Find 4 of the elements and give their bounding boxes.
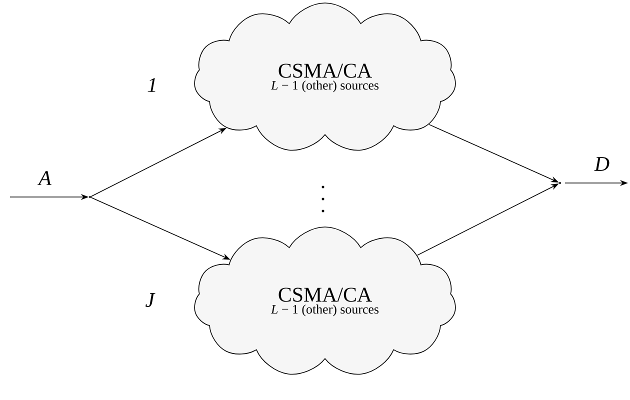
- node-number: J: [146, 293, 156, 307]
- edge-label: D: [593, 156, 611, 172]
- node-number: 1: [148, 78, 156, 92]
- edge-label: A: [37, 170, 52, 186]
